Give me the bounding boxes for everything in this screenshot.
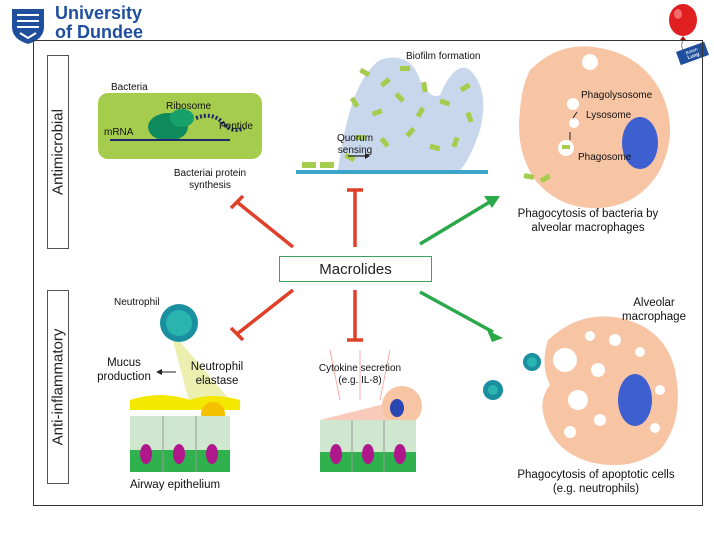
label-mrna: mRNA [104, 127, 134, 138]
macrophage-bottom [483, 316, 678, 466]
label-bacteria: Bacteria [111, 82, 148, 93]
label-phagolysosome: Phagolysosome [581, 90, 653, 101]
caption-phagocytosis-apoptotic: Phagocytosis of apoptotic cells (e.g. ne… [517, 469, 675, 495]
caption-phagocytosis-bacteria: Phagocytosis of bacteria by alveolar mac… [517, 208, 659, 234]
label-mucus-production: Mucus production [97, 357, 151, 383]
university-name: University of Dundee [55, 4, 143, 42]
diagram-frame [33, 40, 703, 506]
airway-epithelium [130, 416, 230, 472]
macrolides-box: Macrolides [279, 256, 432, 282]
label-alveolar-macrophage: Alveolar macrophage [622, 297, 686, 323]
cytokine-panel [320, 349, 422, 472]
crest-icon [12, 9, 44, 44]
macrolides-label: Macrolides [319, 260, 392, 278]
university-line-2: of Dundee [55, 22, 143, 42]
macrophage-top [519, 46, 670, 209]
university-line-1: University [55, 3, 143, 23]
label-neutrophil-elastase: Neutrophil elastase [190, 361, 244, 387]
label-lysosome: Lysosome [586, 110, 632, 121]
promote-arrows [419, 196, 503, 342]
label-neutrophil: Neutrophil [114, 297, 160, 308]
label-phagosome: Phagosome [578, 152, 632, 163]
label-biofilm-formation: Biofilm formation [406, 51, 481, 62]
label-cytokine-secretion: Cytokine secretion (e.g. IL-8) [318, 363, 402, 386]
side-label-anti-inflammatory: Anti-inflammatory [47, 290, 69, 484]
biofilm [296, 57, 488, 174]
caption-protein-synthesis: Bacteriai protein synthesis [173, 168, 247, 191]
side-label-antimicrobial: Antimicrobial [47, 55, 69, 249]
label-peptide: Peptide [219, 121, 253, 132]
inhibit-arrows [229, 188, 363, 342]
label-quorum-sensing: Quorum sensing [336, 133, 374, 156]
bacteria-cell [98, 93, 262, 159]
caption-airway-epithelium: Airway epithelium [129, 479, 221, 491]
label-ribosome: Ribosome [166, 101, 212, 112]
university-logo [8, 5, 48, 45]
neutrophil-panel [130, 304, 240, 472]
